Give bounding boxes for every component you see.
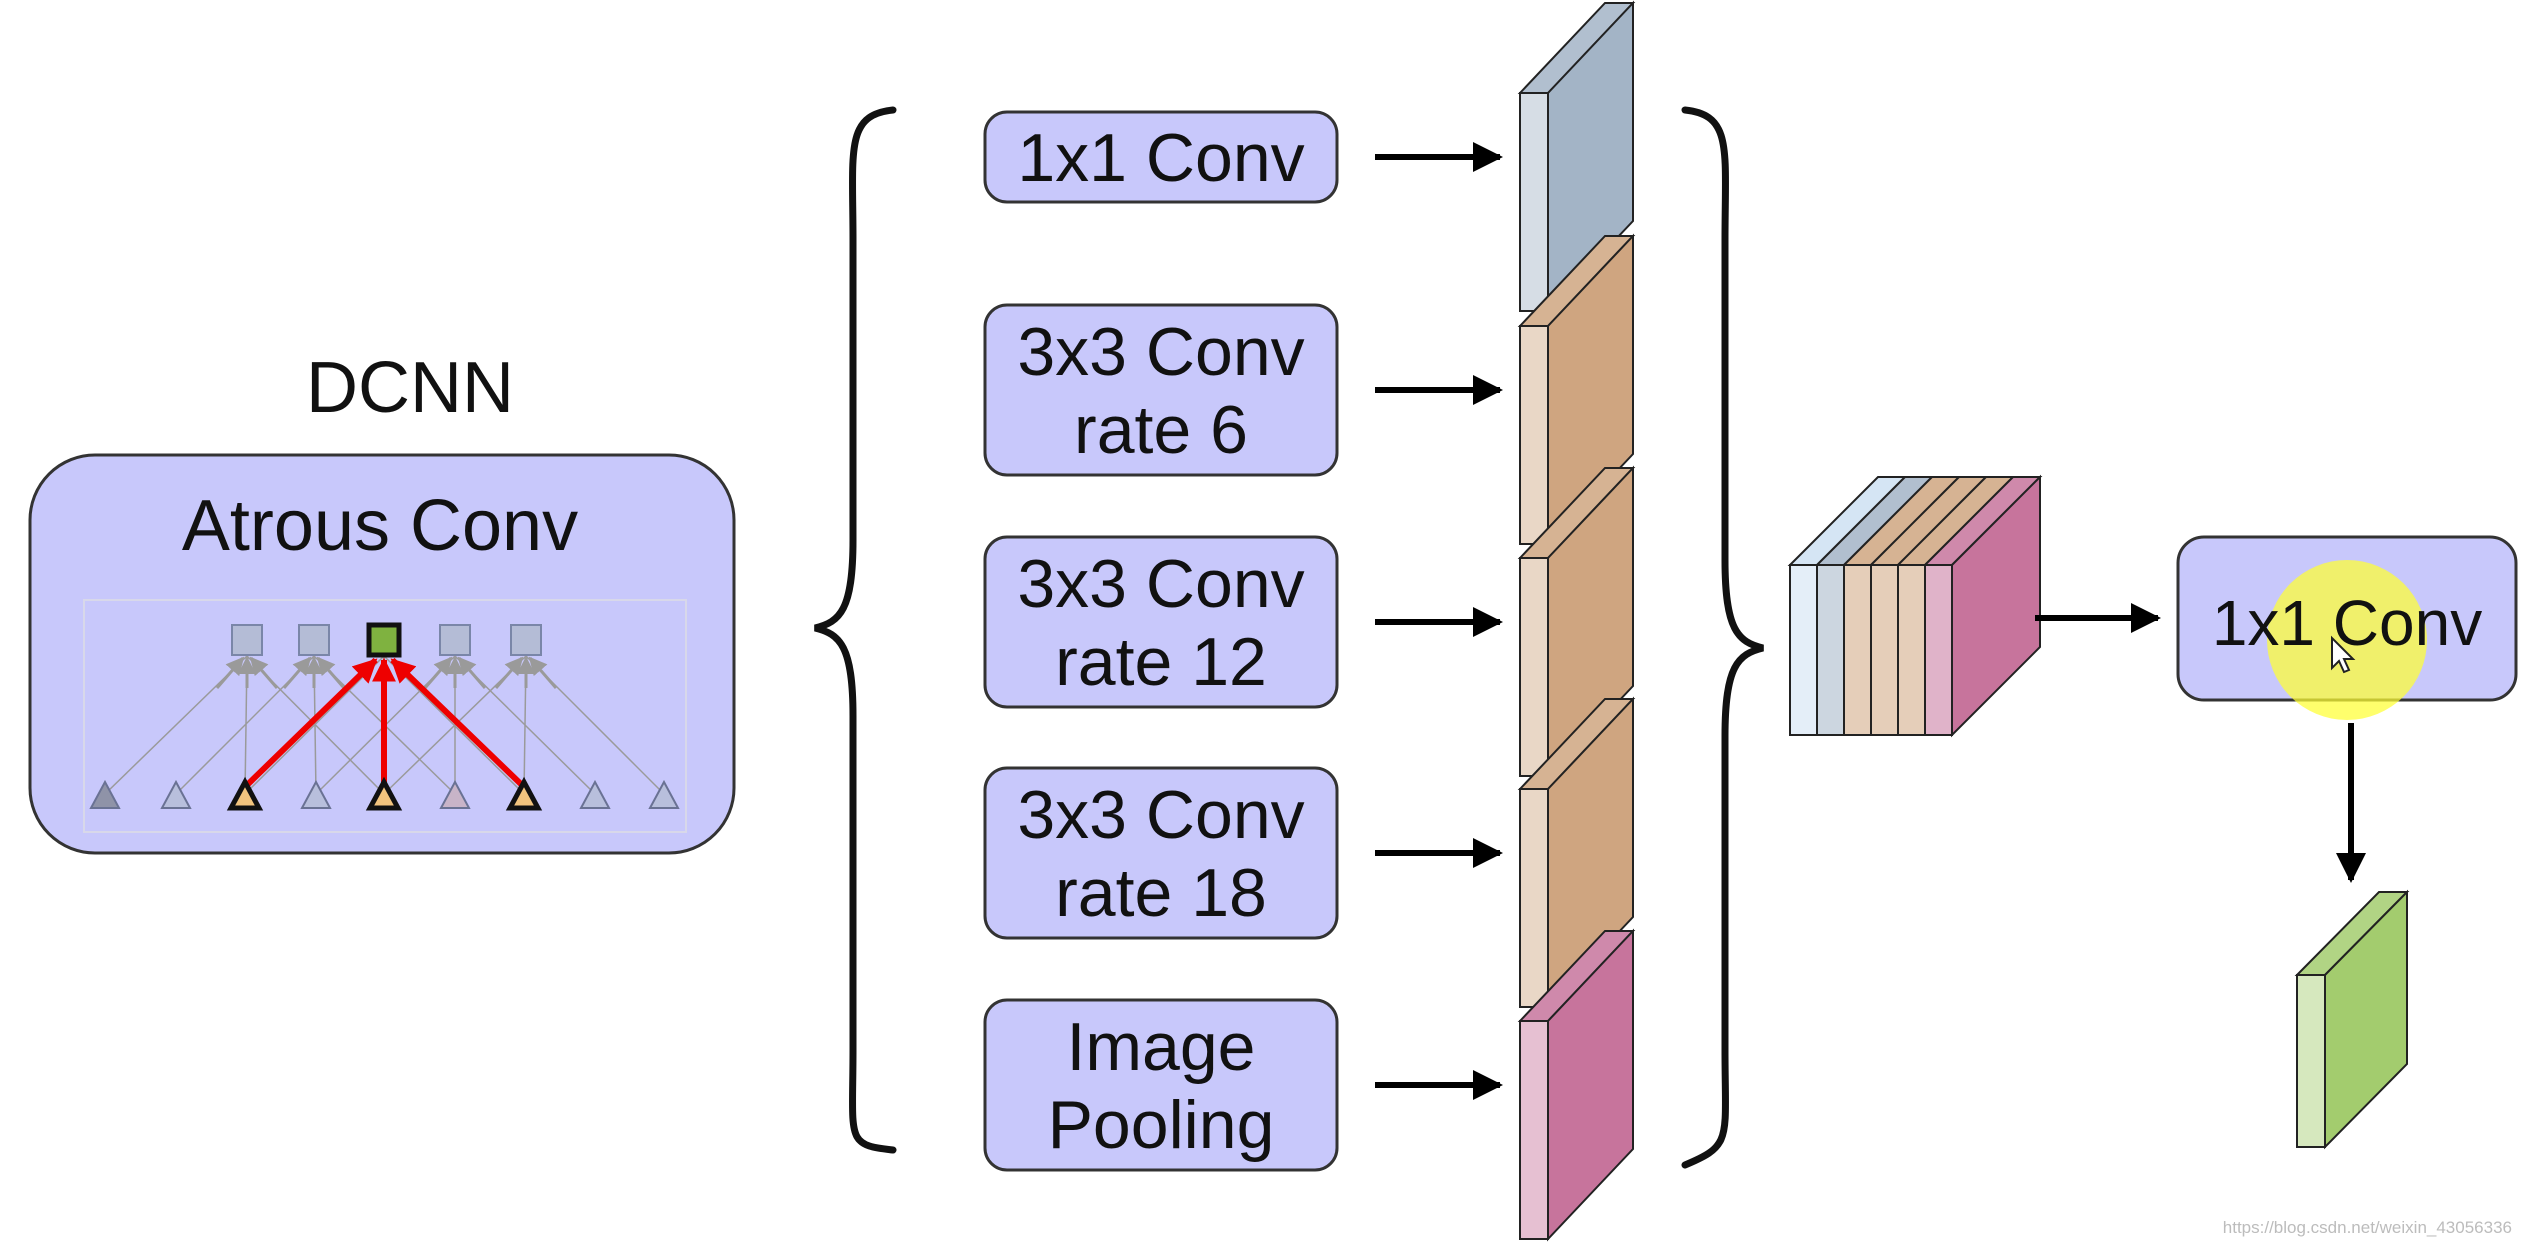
branch-box [983, 110, 1339, 204]
atrous-gray-arrow [249, 656, 279, 689]
atrous-conv-label: Atrous Conv [182, 486, 578, 566]
atrous-input-tap [160, 779, 192, 809]
dcnn-title: DCNN [306, 348, 514, 428]
atrous-output-node [298, 624, 330, 656]
concat-slice [1924, 564, 1953, 736]
right-brace [1681, 106, 1764, 1169]
final-conv-label: 1x1 Conv [2212, 587, 2482, 659]
mouse-pointer-icon [2331, 635, 2356, 674]
cursor-highlight [2267, 560, 2427, 720]
atrous-output-node [510, 624, 542, 656]
atrous-figure-frame [83, 599, 687, 833]
branch-output-feature-map [1517, 928, 1636, 1242]
concat-slice [1870, 564, 1899, 736]
branch-box [983, 998, 1339, 1172]
left-brace [814, 106, 897, 1154]
atrous-input-tap-active [365, 776, 403, 811]
branch-output-feature-map [1517, 0, 1636, 314]
branch-box [983, 535, 1339, 709]
atrous-input-tap-active [505, 776, 543, 811]
atrous-output-node [439, 624, 471, 656]
concat-slice [1816, 564, 1845, 736]
atrous-red-arrow [242, 657, 378, 790]
branch-label-line: rate 6 [1074, 392, 1248, 468]
atrous-input-tap-active [226, 776, 264, 811]
atrous-input-tap [579, 779, 611, 809]
branch-label-line: 3x3 Conv [1017, 314, 1304, 390]
concatenated-features-block [1787, 474, 2043, 738]
atrous-input-tap [648, 779, 680, 809]
atrous-gray-arrow [457, 656, 487, 689]
atrous-conv-illustration [89, 622, 680, 811]
aspp-branch: 1x1 Conv [983, 0, 1636, 314]
final-output-feature-map [2294, 889, 2410, 1150]
concat-slice [1843, 564, 1872, 736]
atrous-output-node [231, 624, 263, 656]
atrous-input-tap [300, 779, 332, 809]
atrous-conv-block: Atrous Conv [28, 453, 736, 855]
branch-box [983, 303, 1339, 477]
concat-side-face [1951, 474, 2041, 738]
atrous-input-tap [439, 779, 471, 809]
watermark-text: https://blog.csdn.net/weixin_43056336 [2223, 1218, 2512, 1237]
branch-label-line: rate 12 [1055, 624, 1267, 700]
branch-label-line: rate 18 [1055, 855, 1267, 931]
atrous-gray-arrow [528, 656, 558, 689]
branch-box [983, 766, 1339, 940]
branch-label-line: 3x3 Conv [1017, 546, 1304, 622]
branch-label-line: Pooling [1048, 1087, 1275, 1163]
final-conv-box: 1x1 Conv [2176, 535, 2518, 720]
atrous-output-node-active [366, 622, 402, 658]
atrous-input-tap [89, 779, 121, 809]
final-output-slab [2294, 889, 2410, 1150]
branch-label-line: 1x1 Conv [1017, 120, 1304, 196]
branch-label-line: Image [1067, 1009, 1256, 1085]
branch-label-line: 3x3 Conv [1017, 777, 1304, 853]
concat-slice [1789, 564, 1818, 736]
concat-slice [1897, 564, 1926, 736]
atrous-gray-arrow [316, 656, 346, 689]
atrous-red-arrow [390, 657, 527, 790]
